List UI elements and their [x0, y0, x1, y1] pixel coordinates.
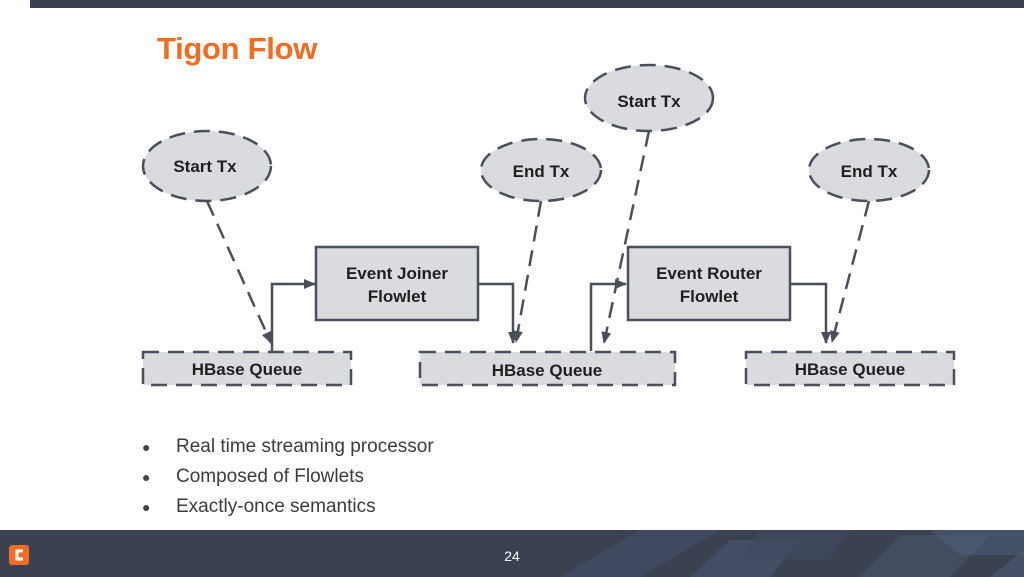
svg-text:Flowlet: Flowlet — [368, 287, 427, 306]
bullet-dot-icon: ● — [142, 439, 151, 455]
hbase-queue-2: HBase Queue — [418, 350, 677, 387]
svg-text:End Tx: End Tx — [841, 162, 898, 181]
cask-logo-icon — [9, 545, 29, 565]
bullet-item: ● Composed of Flowlets — [140, 462, 434, 492]
svg-text:Start Tx: Start Tx — [617, 92, 681, 111]
svg-text:End Tx: End Tx — [513, 162, 570, 181]
joiner-to-queue-2-arrow — [478, 282, 518, 344]
svg-text:Event Router: Event Router — [656, 264, 762, 283]
bullet-item: ● Exactly-once semantics — [140, 492, 434, 522]
slide-title: Tigon Flow — [157, 31, 318, 66]
bullet-dot-icon: ● — [142, 469, 151, 485]
start-tx-1-connector — [205, 200, 273, 344]
bullet-dot-icon: ● — [142, 499, 151, 515]
top-accent-bar — [30, 0, 1024, 8]
page-number: 24 — [504, 548, 520, 564]
svg-text:HBase Queue: HBase Queue — [795, 360, 906, 379]
queue-2-to-router-arrow — [589, 279, 627, 351]
hbase-queue-1: HBase Queue — [141, 350, 353, 387]
hbase-queue-3: HBase Queue — [744, 350, 956, 387]
event-joiner-flowlet: Event Joiner Flowlet — [314, 245, 480, 322]
start-tx-node-2: Start Tx — [583, 63, 715, 133]
bullet-text: Real time streaming processor — [176, 436, 434, 457]
svg-text:Start Tx: Start Tx — [173, 157, 237, 176]
svg-text:Event Joiner: Event Joiner — [346, 264, 448, 283]
event-router-flowlet: Event Router Flowlet — [626, 245, 792, 322]
bullet-text: Composed of Flowlets — [176, 466, 364, 487]
svg-text:HBase Queue: HBase Queue — [192, 360, 303, 379]
queue-1-to-joiner-arrow — [270, 279, 316, 351]
footer-bar: 24 — [0, 530, 1024, 577]
end-tx-1-connector — [512, 200, 543, 343]
end-tx-node-1: End Tx — [479, 137, 603, 203]
svg-text:Flowlet: Flowlet — [680, 287, 739, 306]
footer-background-graphic — [560, 530, 1024, 577]
end-tx-2-connector — [829, 200, 871, 343]
svg-text:HBase Queue: HBase Queue — [492, 361, 603, 380]
router-to-queue-3-arrow — [790, 282, 831, 344]
bullet-list: ● Real time streaming processor ● Compos… — [140, 432, 434, 522]
start-tx-node-1: Start Tx — [141, 129, 273, 203]
bullet-text: Exactly-once semantics — [176, 496, 376, 517]
bullet-item: ● Real time streaming processor — [140, 432, 434, 462]
end-tx-node-2: End Tx — [807, 137, 931, 203]
start-tx-2-connector — [601, 130, 651, 344]
